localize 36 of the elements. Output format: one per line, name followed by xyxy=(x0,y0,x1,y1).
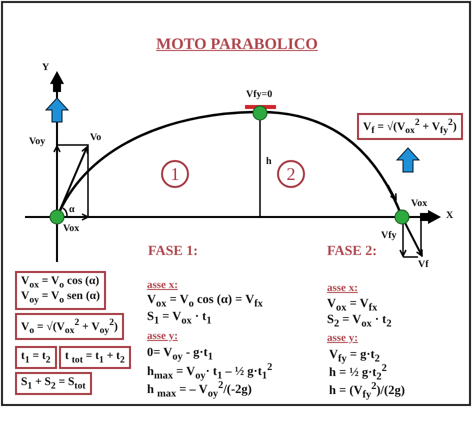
vector-label: Vfy=0 xyxy=(246,89,272,100)
formula: V$_{fy}$ = g·t$_{2}$ xyxy=(329,347,380,364)
formula: S$_{2}$ = V$_{ox}$ · t$_{2}$ xyxy=(327,312,392,330)
axis-heading: asse y: xyxy=(147,330,178,342)
axis-label: Y xyxy=(42,62,50,73)
vector-label: Vfy xyxy=(381,230,397,241)
vector-label: Voy xyxy=(29,136,46,147)
title: MOTO PARABOLICO xyxy=(155,36,319,54)
angle-label: α xyxy=(69,204,75,215)
formula-box xyxy=(15,271,106,310)
formula-box: t $_{tot}$ = t$_{1}$ + t$_{2}$ xyxy=(59,346,131,370)
formula-box: V$_{f}$ = √(V$_{ox}$$^{2}$ + V$_{fy}$$^{2}$) xyxy=(357,113,463,140)
axis-heading: asse x: xyxy=(327,282,358,294)
formula-box: V$_{o}$ = √(V$_{ox}$$^{2}$ + V$_{oy}$$^{2}$) xyxy=(15,313,124,340)
vector-label: Vox xyxy=(63,223,80,234)
formula: S$_{1}$ = V$_{ox}$ · t$_{1}$ xyxy=(147,309,212,326)
axis-heading: asse x: xyxy=(147,279,178,291)
formula: V$_{ox}$ = V$_{fx}$ xyxy=(327,296,378,314)
formula: V$_{ox}$ = V$_{o}$ cos (α) xyxy=(21,275,100,290)
formula: h = (V$_{fy}$$^{2}$)/(2g) xyxy=(329,381,405,401)
height-label: h xyxy=(266,156,272,167)
vector-label: Vo xyxy=(90,132,102,143)
phase-number: 1 xyxy=(161,160,189,188)
formula-box: t$_{1}$ = t$_{2}$ xyxy=(15,346,57,370)
vector-label: Vox xyxy=(411,198,428,209)
axis-label: X xyxy=(446,210,454,221)
formula: h $_{max}$ = – V$_{oy}$$^{2}$/(-2g) xyxy=(147,380,252,400)
formula-box: S$_{1}$ + S$_{2}$ = S$_{tot}$ xyxy=(15,372,92,396)
phase-heading: FASE 1: xyxy=(148,244,198,260)
phase-heading: FASE 2: xyxy=(327,244,377,260)
formula: V$_{ox}$ = V$_{o}$ cos (α) = V$_{fx}$ xyxy=(147,292,263,310)
vector-label: Vf xyxy=(418,259,429,270)
formula: V$_{oy}$ = V$_{o}$ sen (α) xyxy=(21,290,100,306)
axis-heading: asse y: xyxy=(327,332,358,344)
formula: 0= V$_{oy}$ - g·t$_{1}$ xyxy=(147,345,213,362)
phase-number: 2 xyxy=(277,160,305,188)
